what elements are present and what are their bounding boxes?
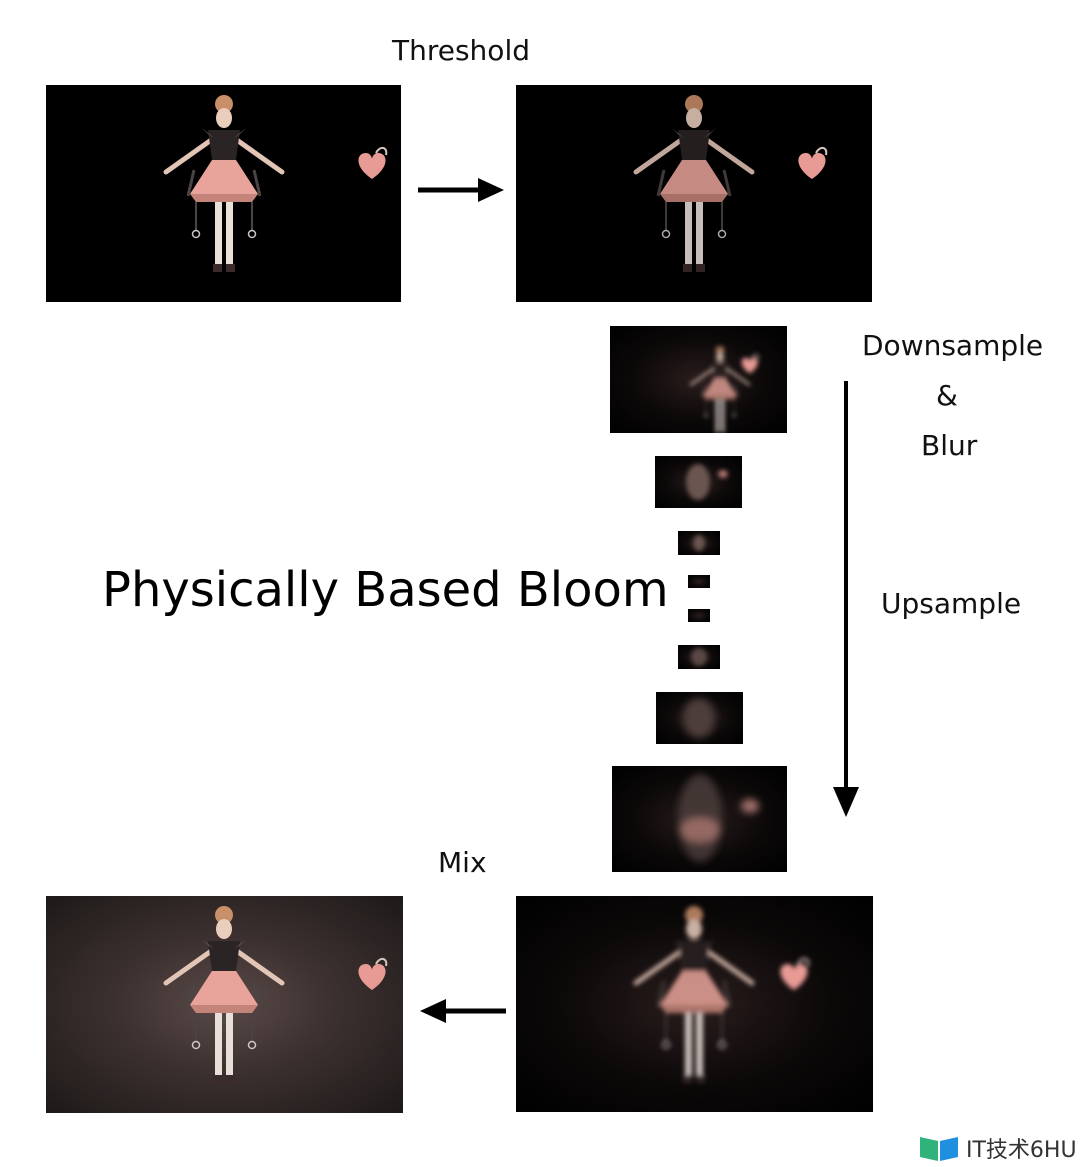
arrow-right-icon	[418, 178, 504, 202]
watermark-text: IT技术6HU	[966, 1138, 1077, 1163]
arrow-left-icon	[420, 999, 506, 1023]
mix-result-image	[46, 896, 403, 1113]
downsample-level-1	[610, 326, 787, 433]
watermark: IT技术6HU	[918, 1132, 1077, 1164]
arrow-down-icon	[833, 381, 859, 817]
downsample-label: Downsample	[862, 329, 1044, 362]
ampersand-label: &	[936, 379, 958, 412]
upsample-level-4	[612, 766, 787, 872]
diagram-title: Physically Based Bloom	[102, 562, 669, 618]
bloom-image	[516, 896, 873, 1112]
upsample-level-1	[688, 609, 710, 622]
mix-label: Mix	[438, 846, 487, 879]
threshold-image	[516, 85, 872, 302]
blur-label: Blur	[921, 429, 978, 462]
threshold-label: Threshold	[392, 34, 530, 67]
downsample-level-2	[655, 456, 742, 508]
original-image	[46, 85, 401, 302]
upsample-level-2	[678, 645, 720, 669]
downsample-level-4	[688, 575, 710, 588]
book-logo-icon	[920, 1137, 958, 1161]
upsample-level-3	[656, 692, 743, 744]
upsample-label: Upsample	[881, 587, 1022, 620]
downsample-level-3	[678, 531, 720, 555]
